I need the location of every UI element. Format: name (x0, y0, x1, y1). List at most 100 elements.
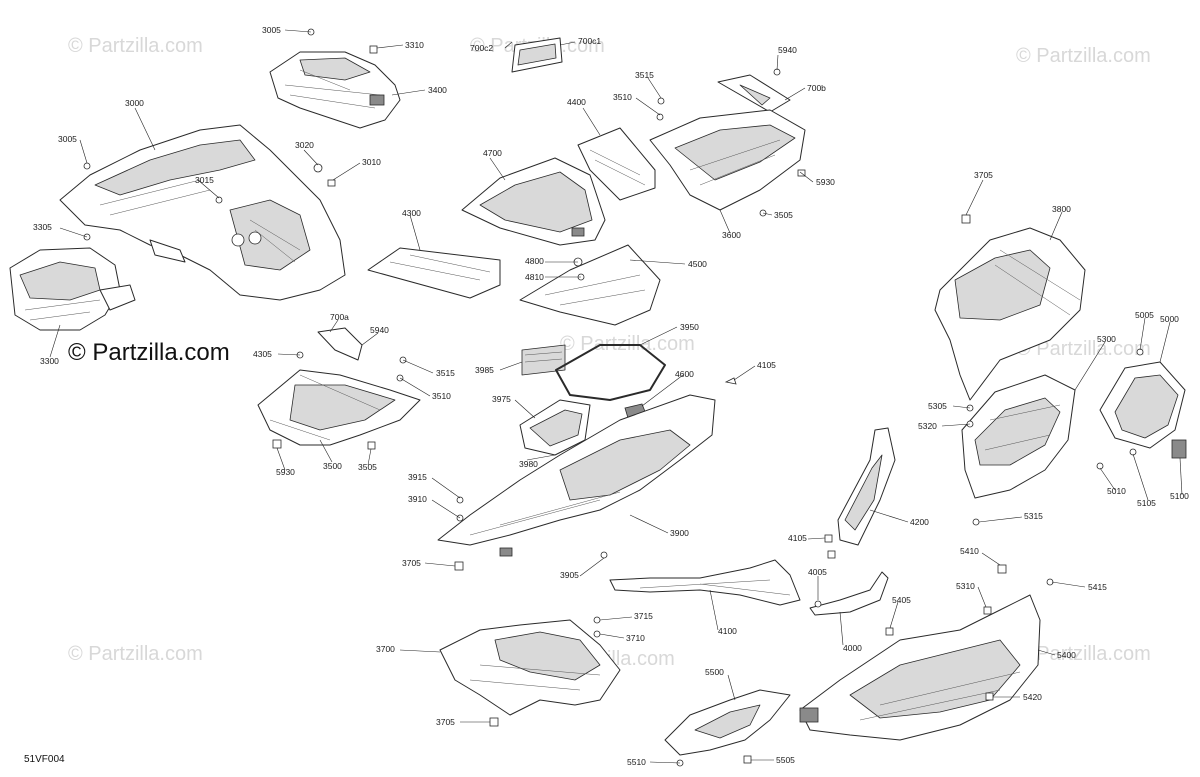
part-label: 3015 (195, 175, 214, 185)
part-label: 4200 (910, 517, 929, 527)
part-3300 (9, 247, 136, 331)
part-label: 5510 (627, 757, 646, 767)
part-4100 (609, 559, 801, 606)
part-label: 4100 (718, 626, 737, 636)
part-3600 (649, 109, 806, 211)
leader-lines (49, 29, 1183, 764)
part-label: 4305 (253, 349, 272, 359)
watermark: © Partzilla.com (1016, 45, 1151, 67)
part-4300 (367, 247, 501, 299)
part-label: 3600 (722, 230, 741, 240)
part-700c (511, 37, 563, 73)
part-label: 4810 (525, 272, 544, 282)
part-label: 700c1 (578, 36, 601, 46)
part-3800 (934, 227, 1086, 401)
part-label: 4700 (483, 148, 502, 158)
watermark: © Partzilla.com (68, 643, 203, 665)
part-label: 4300 (402, 208, 421, 218)
part-label: 3005 (262, 25, 281, 35)
part-label: 5300 (1097, 334, 1116, 344)
part-label: 3005 (58, 134, 77, 144)
part-4200 (837, 427, 896, 546)
part-label: 5505 (776, 755, 795, 765)
part-label: 5010 (1107, 486, 1126, 496)
part-label: 700a (330, 312, 349, 322)
part-label: 3910 (408, 494, 427, 504)
part-label: 5305 (928, 401, 947, 411)
part-label: 4000 (843, 643, 862, 653)
part-label: 5005 (1135, 310, 1154, 320)
part-3700 (439, 619, 621, 716)
part-label: 3705 (974, 170, 993, 180)
part-label: 700c2 (470, 43, 493, 53)
part-label: 3515 (436, 368, 455, 378)
part-label: 3975 (492, 394, 511, 404)
part-label: 5100 (1170, 491, 1189, 501)
part-label: 4600 (675, 369, 694, 379)
part-label: 5405 (892, 595, 911, 605)
part-label: 5315 (1024, 511, 1043, 521)
part-label: 5415 (1088, 582, 1107, 592)
part-label: 4105 (788, 533, 807, 543)
part-label: 5320 (918, 421, 937, 431)
part-label: 4005 (808, 567, 827, 577)
part-labels: 3005 3310 700c2 700c1 5940 3400 3515 700… (33, 25, 1189, 767)
part-label: 5940 (778, 45, 797, 55)
part-3500 (257, 369, 421, 446)
part-label: 3900 (670, 528, 689, 538)
part-label: 3400 (428, 85, 447, 95)
part-shapes (9, 28, 1187, 767)
part-label: 3500 (323, 461, 342, 471)
part-label: 3510 (613, 92, 632, 102)
part-5000 (1099, 361, 1187, 459)
part-label: 3950 (680, 322, 699, 332)
part-3000 (59, 124, 346, 301)
part-5400 (799, 594, 1041, 741)
part-label: 4400 (567, 97, 586, 107)
part-label: 3300 (40, 356, 59, 366)
part-label: 3020 (295, 140, 314, 150)
part-label: 5410 (960, 546, 979, 556)
part-3950 (555, 344, 666, 401)
watermark: © Partzilla.com (1016, 338, 1151, 360)
part-label: 3705 (436, 717, 455, 727)
part-4000 (809, 571, 889, 616)
part-label: 3800 (1052, 204, 1071, 214)
part-label: 3505 (358, 462, 377, 472)
part-label: 5930 (816, 177, 835, 187)
part-label: 3985 (475, 365, 494, 375)
part-label: 3010 (362, 157, 381, 167)
part-3400 (269, 51, 401, 129)
part-label: 3710 (626, 633, 645, 643)
part-label: 5000 (1160, 314, 1179, 324)
part-label: 4800 (525, 256, 544, 266)
part-label: 5930 (276, 467, 295, 477)
part-label: 700b (807, 83, 826, 93)
part-label: 5310 (956, 581, 975, 591)
part-label: 3510 (432, 391, 451, 401)
part-4700 (461, 157, 606, 246)
part-label: 5500 (705, 667, 724, 677)
watermark-main: © Partzilla.com (68, 339, 230, 366)
part-label: 3980 (519, 459, 538, 469)
part-label: 3700 (376, 644, 395, 654)
part-3985 (521, 344, 566, 376)
part-label: 3305 (33, 222, 52, 232)
part-5500 (664, 689, 791, 756)
part-label: 4500 (688, 259, 707, 269)
watermark: © Partzilla.com (1016, 643, 1151, 665)
part-700a (317, 327, 363, 361)
part-label: 3715 (634, 611, 653, 621)
diagram-code: 51VF004 (24, 754, 65, 765)
part-5300 (961, 374, 1076, 499)
part-3900 (437, 394, 716, 557)
part-label: 4105 (757, 360, 776, 370)
part-4400 (577, 127, 656, 201)
part-label: 3905 (560, 570, 579, 580)
part-700b (717, 74, 791, 113)
part-label: 3000 (125, 98, 144, 108)
part-label: 3310 (405, 40, 424, 50)
part-label: 5940 (370, 325, 389, 335)
part-label: 5105 (1137, 498, 1156, 508)
